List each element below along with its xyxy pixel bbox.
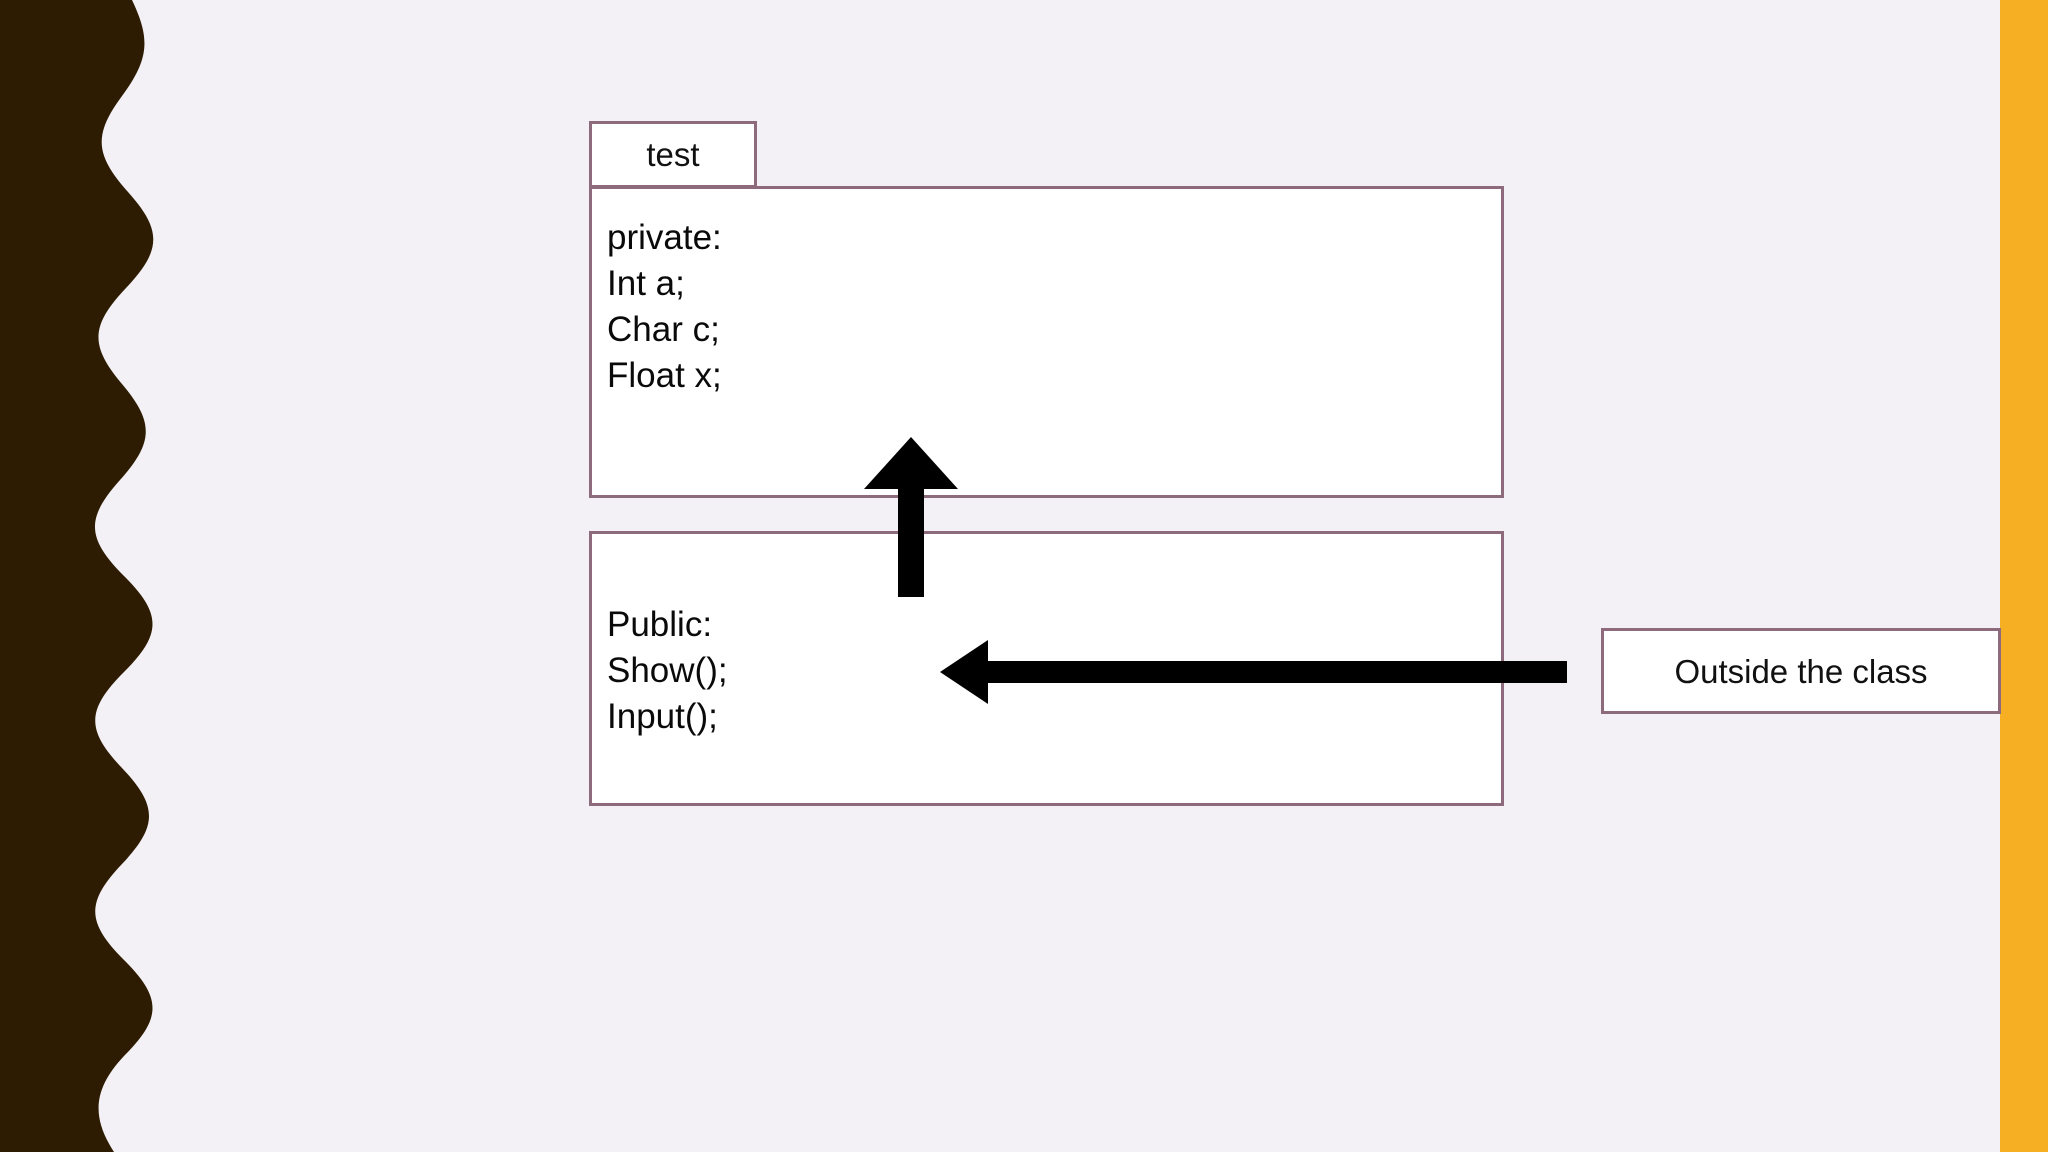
outside-the-class-box: Outside the class xyxy=(1601,628,2001,714)
outside-the-class-label: Outside the class xyxy=(1674,652,1928,690)
left-wavy-band-decoration xyxy=(0,0,154,1152)
private-section-text: private: Int a; Char c; Float x; xyxy=(607,218,722,395)
public-section-text: Public: Show(); Input(); xyxy=(607,605,728,736)
right-accent-bar-decoration xyxy=(2000,0,2048,1152)
class-name-tab: test xyxy=(589,121,757,188)
class-name-label: test xyxy=(646,136,700,173)
public-section-box: Public: Show(); Input(); xyxy=(589,531,1504,806)
private-section-box: private: Int a; Char c; Float x; xyxy=(589,186,1504,498)
